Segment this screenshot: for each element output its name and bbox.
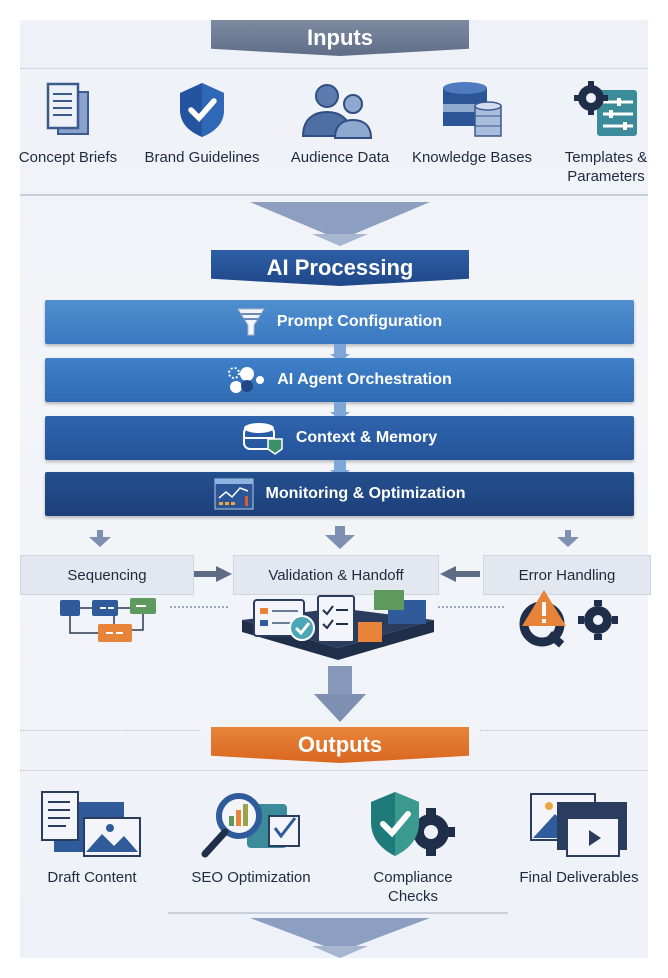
step-label: AI Agent Orchestration <box>277 371 452 388</box>
step-monitoring-optimization: Monitoring & Optimization <box>45 472 634 516</box>
output-label: Draft Content <box>47 869 137 886</box>
step-label: Prompt Configuration <box>276 313 443 330</box>
divider <box>20 770 648 771</box>
validation-platform-icon <box>242 590 434 660</box>
output-compliance-checks: Compliance Checks <box>348 790 478 906</box>
input-knowledge-bases: Knowledge Bases <box>410 80 534 167</box>
outputs-banner: Outputs <box>211 727 469 763</box>
branch-label: Sequencing <box>67 566 147 584</box>
connector-arrow <box>330 460 350 478</box>
input-label-line2: Parameters <box>567 168 645 185</box>
right-arrow-icon <box>194 566 232 582</box>
left-arrow-icon <box>440 566 480 582</box>
branch-label: Validation & Handoff <box>268 566 404 584</box>
input-label: Knowledge Bases <box>411 149 533 166</box>
memory-database-icon <box>242 423 283 455</box>
step-context-memory: Context & Memory <box>45 416 634 460</box>
output-draft-content: Draft Content <box>32 790 152 887</box>
output-label: Compliance Checks <box>373 869 453 905</box>
document-icon <box>46 82 89 135</box>
shield-check-icon <box>180 83 224 137</box>
divider <box>168 912 508 914</box>
database-icon <box>443 82 502 137</box>
step-prompt-configuration: Prompt Configuration <box>45 300 634 344</box>
dotted-connector <box>438 606 504 608</box>
divider <box>20 194 648 196</box>
input-label: Concept Briefs <box>18 149 118 166</box>
funnel-icon <box>236 308 265 336</box>
divider <box>20 68 648 69</box>
inputs-title: Inputs <box>307 25 373 50</box>
draft-content-icon <box>41 791 141 857</box>
input-audience-data: Audience Data <box>280 80 400 167</box>
branch-sequencing: Sequencing <box>20 555 194 595</box>
magnifier-chart-icon <box>201 793 300 858</box>
step-label: Context & Memory <box>295 429 438 446</box>
output-seo-optimization: SEO Optimization <box>186 790 316 887</box>
down-arrow-icon <box>89 530 111 547</box>
down-arrow-icon <box>250 918 430 958</box>
gear-sliders-icon <box>574 81 637 136</box>
output-label: SEO Optimization <box>191 869 311 886</box>
branch-error-handling: Error Handling <box>483 555 651 595</box>
output-final-deliverables: Final Deliverables <box>514 790 644 887</box>
shield-gear-icon <box>371 792 455 856</box>
input-brand-guidelines: Brand Guidelines <box>142 80 262 167</box>
step-label: Monitoring & Optimization <box>265 485 466 502</box>
input-label: Templates & <box>564 149 648 166</box>
outputs-title: Outputs <box>297 732 383 757</box>
flowchart-icon <box>60 598 156 642</box>
step-ai-agent-orchestration: AI Agent Orchestration <box>45 358 634 402</box>
input-templates-parameters: Templates & Parameters <box>556 80 656 186</box>
inputs-banner: Inputs <box>211 20 469 56</box>
branch-validation-handoff: Validation & Handoff <box>233 555 439 595</box>
down-arrow-icon <box>250 202 430 246</box>
down-arrow-icon <box>314 666 366 722</box>
divider <box>20 730 200 731</box>
connector-arrow <box>330 344 350 362</box>
processing-banner: AI Processing <box>211 250 469 286</box>
dotted-connector <box>170 606 228 608</box>
down-arrow-icon <box>557 530 579 547</box>
divider <box>480 730 648 731</box>
input-concept-briefs: Concept Briefs <box>18 80 118 167</box>
warning-gear-icon <box>519 590 618 648</box>
dashboard-chart-icon <box>214 478 254 510</box>
media-icon <box>530 793 627 857</box>
agents-icon <box>228 367 265 393</box>
input-label: Audience Data <box>290 149 390 166</box>
branch-label: Error Handling <box>518 566 616 584</box>
output-label: Final Deliverables <box>519 869 639 886</box>
connector-arrow <box>330 402 350 420</box>
processing-title: AI Processing <box>266 255 414 280</box>
down-arrow-icon <box>325 526 355 549</box>
input-label: Brand Guidelines <box>144 149 260 166</box>
people-icon <box>301 84 373 139</box>
